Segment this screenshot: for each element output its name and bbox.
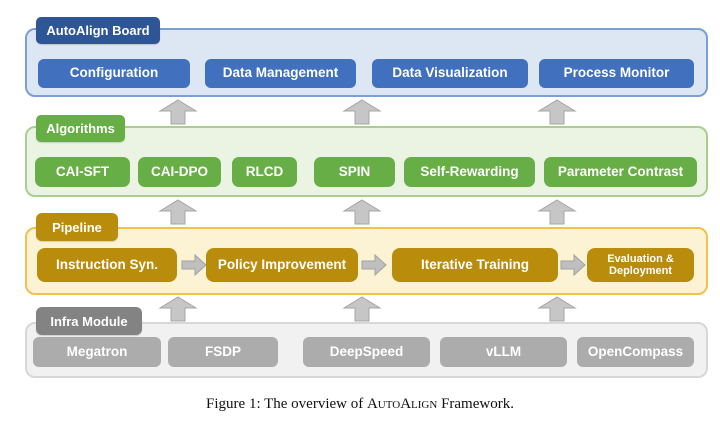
up-arrow-icon — [537, 296, 577, 322]
board-layer-tab: AutoAlign Board — [36, 17, 160, 44]
up-arrow-icon — [158, 296, 198, 322]
up-arrow-icon — [342, 99, 382, 125]
algo-item-cai-sft: CAI-SFT — [35, 157, 130, 187]
caption-smallcaps: AutoAlign — [366, 396, 438, 412]
up-arrow-icon — [342, 199, 382, 225]
algo-item-rlcd: RLCD — [232, 157, 297, 187]
right-arrow-icon — [361, 253, 387, 277]
pipeline-layer-tab: Pipeline — [36, 213, 118, 241]
board-item-configuration: Configuration — [38, 59, 190, 88]
right-arrow-icon — [181, 253, 207, 277]
up-arrow-icon — [158, 99, 198, 125]
infra-item-vllm: vLLM — [440, 337, 567, 367]
pipeline-step-evaluation-deployment: Evaluation & Deployment — [587, 248, 694, 282]
pipeline-step-iterative-training: Iterative Training — [392, 248, 558, 282]
infra-item-fsdp: FSDP — [168, 337, 278, 367]
pipeline-step-policy-improvement: Policy Improvement — [206, 248, 358, 282]
up-arrow-icon — [342, 296, 382, 322]
up-arrow-icon — [537, 199, 577, 225]
algo-item-parameter-contrast: Parameter Contrast — [544, 157, 697, 187]
board-item-data-visualization: Data Visualization — [372, 59, 528, 88]
algo-item-self-rewarding: Self-Rewarding — [404, 157, 535, 187]
figure-caption: Figure 1: The overview of AutoAlign Fram… — [0, 396, 720, 413]
infra-item-megatron: Megatron — [33, 337, 161, 367]
board-item-data-management: Data Management — [205, 59, 356, 88]
algorithms-layer-tab: Algorithms — [36, 115, 125, 142]
algo-item-spin: SPIN — [314, 157, 395, 187]
caption-prefix: Figure 1: The overview of — [206, 396, 367, 412]
up-arrow-icon — [158, 199, 198, 225]
infra-item-deepspeed: DeepSpeed — [303, 337, 430, 367]
board-item-process-monitor: Process Monitor — [539, 59, 694, 88]
pipeline-step-instruction-syn: Instruction Syn. — [37, 248, 177, 282]
infra-item-opencompass: OpenCompass — [577, 337, 694, 367]
up-arrow-icon — [537, 99, 577, 125]
infra-layer-tab: Infra Module — [36, 307, 142, 335]
algo-item-cai-dpo: CAI-DPO — [138, 157, 221, 187]
caption-suffix: Framework. — [437, 396, 514, 412]
right-arrow-icon — [560, 253, 586, 277]
